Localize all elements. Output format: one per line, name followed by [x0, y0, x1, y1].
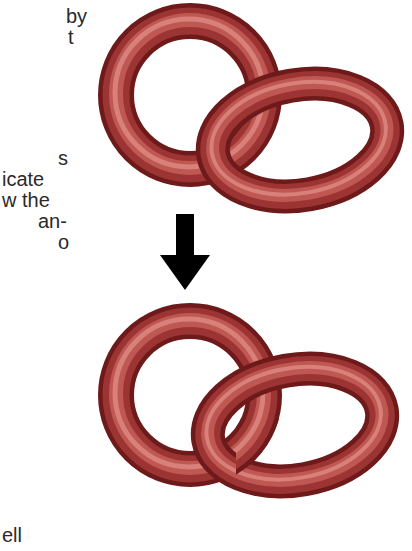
text-fragment: icate [2, 169, 44, 190]
text-fragment: ell [2, 525, 22, 546]
down-arrow [160, 214, 210, 290]
text-fragment: w the [2, 190, 50, 211]
torus [197, 354, 391, 495]
torus [202, 69, 396, 210]
text-fragment: by [66, 6, 87, 27]
text-fragment: t [68, 27, 74, 48]
text-fragment: an- [38, 211, 67, 232]
text-fragment: o [58, 232, 69, 253]
text-fragment: s [58, 148, 68, 169]
torus-front-part [236, 418, 264, 469]
